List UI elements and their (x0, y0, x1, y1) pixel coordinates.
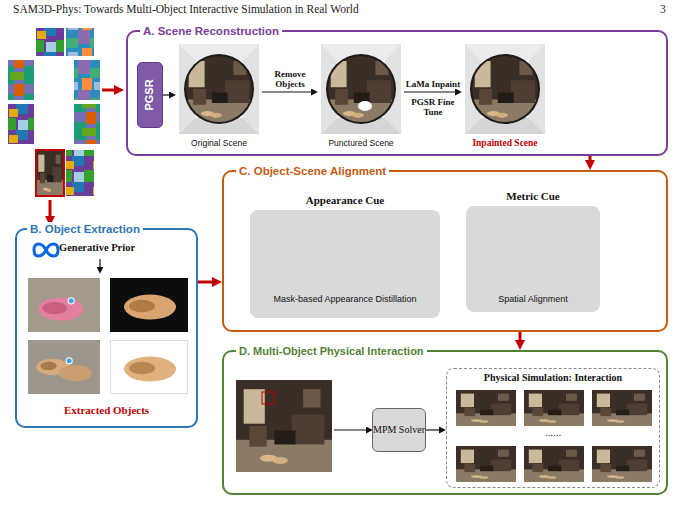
box-label: MPM Solver (373, 424, 425, 436)
segmented-view (66, 28, 94, 56)
cue-caption: Spatial Alignment (466, 294, 600, 305)
sim-frame (456, 390, 516, 426)
scene-caption: Inpainted Scene (462, 138, 548, 149)
segmented-view (36, 28, 64, 56)
edge-label: LaMa Inpaint (405, 79, 461, 89)
section-panel: A. Scene ReconstructionPGSROriginal Scen… (126, 30, 668, 156)
step-arrow (426, 429, 443, 430)
object-marker (262, 392, 274, 404)
step-arrow (163, 94, 173, 95)
sim-frame (524, 446, 584, 482)
scene-node: Original Scene (176, 40, 262, 152)
object-photo (28, 340, 100, 394)
ellipsis: ...... (447, 428, 659, 438)
segmented-view (8, 60, 34, 100)
section-heading: B. Object Extraction (27, 222, 143, 236)
solver-box: MPM Solver (372, 408, 426, 452)
section-panel: D. Multi-Object Physical InteractionMPM … (222, 350, 668, 495)
sim-frame (592, 446, 652, 482)
sim-frame (592, 390, 652, 426)
small-arrow (99, 259, 100, 271)
flow-arrow (198, 281, 218, 284)
result-group: Physical Simulation: Interaction...... (446, 368, 660, 488)
flow-arrow (519, 332, 522, 346)
scene-cubes (179, 44, 545, 134)
object-render (111, 341, 188, 394)
flow-arrow (589, 156, 592, 166)
flow-arrow (102, 89, 120, 92)
object-extraction-art (28, 244, 188, 394)
scene-cube (321, 44, 401, 134)
step-arrow (262, 91, 315, 92)
scene-node: Inpainted Scene (462, 40, 548, 152)
segmented-view (8, 104, 34, 144)
segmented-view (74, 104, 100, 144)
cue-box: Metric CueSpatial Alignment (466, 190, 600, 312)
scene-node: Punctured Scene (318, 40, 404, 152)
sim-frame (524, 390, 584, 426)
step-arrow (404, 91, 459, 92)
sim-frame (456, 446, 516, 482)
segmented-view (66, 150, 94, 196)
step-label: PGSR Fine Tune (405, 97, 461, 117)
section-heading: A. Scene Reconstruction (140, 24, 282, 38)
section-panel: B. Object ExtractionGenerative PriorExtr… (15, 228, 198, 428)
flow-arrow (49, 200, 52, 222)
selected-view (36, 150, 64, 196)
object-photo (28, 278, 100, 332)
section-panel: C. Object-Scene AlignmentAppearance CueM… (222, 170, 668, 332)
section-heading: C. Object-Scene Alignment (236, 164, 389, 178)
group-heading: Physical Simulation: Interaction (447, 372, 659, 384)
page-number: 3 (660, 3, 666, 17)
meta-logo (34, 244, 58, 256)
simulation-art (236, 380, 652, 482)
object-render (110, 278, 188, 332)
input-views-mosaic (8, 28, 100, 196)
scene-caption: Punctured Scene (318, 138, 404, 149)
result-label: Extracted Objects (17, 404, 196, 417)
process-box: PGSR (137, 62, 163, 128)
cue-heading: Metric Cue (466, 190, 600, 203)
cue-caption: Mask-based Appearance Distillation (250, 294, 440, 305)
edge-label: Remove Objects (262, 69, 318, 89)
running-header: SAM3D-Phys: Towards Multi-Object Interac… (13, 3, 359, 17)
section-heading: D. Multi-Object Physical Interaction (236, 344, 427, 358)
cue-box: Appearance CueMask-based Appearance Dist… (250, 194, 440, 318)
prior-label: Generative Prior (59, 242, 135, 255)
scene-cube (465, 44, 545, 134)
selection-frame (36, 150, 64, 196)
scene-cube (179, 44, 259, 134)
removed-object-hole (358, 101, 372, 111)
flow-arrow (334, 429, 370, 430)
cue-heading: Appearance Cue (250, 194, 440, 207)
scene-caption: Original Scene (176, 138, 262, 149)
box-label: PGSR (143, 79, 156, 110)
segmented-view (74, 60, 100, 100)
scene-photo (236, 380, 332, 472)
